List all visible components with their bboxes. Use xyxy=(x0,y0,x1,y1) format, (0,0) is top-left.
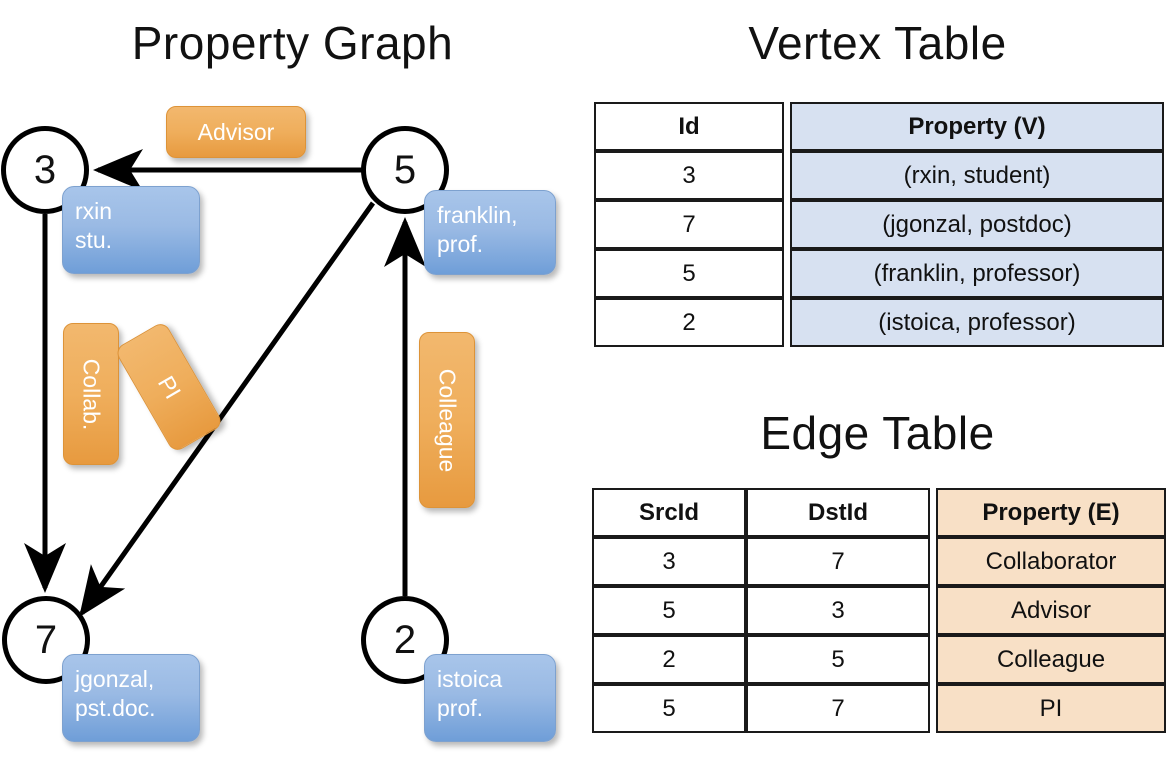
vertex-table-row[interactable]: 7 (jgonzal, postdoc) xyxy=(594,200,1164,249)
vertex-table-row[interactable]: 5 (franklin, professor) xyxy=(594,249,1164,298)
vertex-table-header-id: Id xyxy=(594,102,784,151)
property-graph-panel: Property Graph 3 5 7 2 rxin stu. frankli… xyxy=(1,17,556,742)
edge-row-3-dst: 7 xyxy=(746,684,930,733)
edge-table: SrcId DstId Property (E) 3 7 Collaborato… xyxy=(592,488,1166,733)
edge-table-row[interactable]: 5 7 PI xyxy=(592,684,1166,733)
edge-label-box-advisor[interactable]: Advisor xyxy=(166,106,306,158)
vertex-prop-box-3[interactable]: rxin stu. xyxy=(62,186,200,274)
edge-table-row[interactable]: 3 7 Collaborator xyxy=(592,537,1166,586)
edge-row-1-src: 5 xyxy=(592,586,746,635)
edge-label-collab-text: Collab. xyxy=(78,358,105,430)
graph-node-5-label: 5 xyxy=(393,148,417,192)
edge-table-panel: Edge Table SrcId DstId Property (E) 3 7 … xyxy=(585,390,1170,760)
vertex-prop-5-line2: prof. xyxy=(437,231,484,258)
vertex-row-2-id: 5 xyxy=(594,249,784,298)
graph-node-5[interactable]: 5 xyxy=(361,126,449,214)
edge-row-0-property: Collaborator xyxy=(936,537,1166,586)
vertex-row-2-property: (franklin, professor) xyxy=(790,249,1164,298)
vertex-prop-box-2[interactable]: istoica prof. xyxy=(424,654,556,742)
vertex-table-row[interactable]: 2 (istoica, professor) xyxy=(594,298,1164,347)
vertex-prop-5-line1: franklin, xyxy=(437,202,518,228)
vertex-row-0-property: (rxin, student) xyxy=(790,151,1164,200)
vertex-row-3-id: 2 xyxy=(594,298,784,347)
vertex-prop-7-line1: jgonzal, xyxy=(75,666,155,692)
graph-node-3-label: 3 xyxy=(33,148,57,192)
vertex-prop-2-line2: prof. xyxy=(437,695,484,722)
edge-row-2-property: Colleague xyxy=(936,635,1166,684)
edge-table-title: Edge Table xyxy=(760,407,995,459)
edge-row-2-src: 2 xyxy=(592,635,746,684)
vertex-row-0-id: 3 xyxy=(594,151,784,200)
vertex-prop-box-5[interactable]: franklin, prof. xyxy=(424,190,556,275)
edge-table-row[interactable]: 2 5 Colleague xyxy=(592,635,1166,684)
vertex-row-3-property: (istoica, professor) xyxy=(790,298,1164,347)
edge-table-header-property: Property (E) xyxy=(936,488,1166,537)
edge-row-3-src: 5 xyxy=(592,684,746,733)
edge-row-2-dst: 5 xyxy=(746,635,930,684)
vertex-row-1-id: 7 xyxy=(594,200,784,249)
graph-node-2[interactable]: 2 xyxy=(361,596,449,684)
edge-row-0-dst: 7 xyxy=(746,537,930,586)
vertex-row-1-property: (jgonzal, postdoc) xyxy=(790,200,1164,249)
edge-row-0-src: 3 xyxy=(592,537,746,586)
property-graph-title: Property Graph xyxy=(131,17,454,69)
vertex-table-panel: Vertex Table Id Property (V) 3 (rxin, st… xyxy=(585,0,1170,390)
graph-node-2-label: 2 xyxy=(393,618,417,662)
vertex-prop-3-line1: rxin xyxy=(75,198,113,224)
vertex-table-header-row: Id Property (V) xyxy=(594,102,1164,151)
vertex-table-title: Vertex Table xyxy=(748,17,1007,69)
edge-row-3-property: PI xyxy=(936,684,1166,733)
edge-label-advisor-text: Advisor xyxy=(197,118,275,145)
vertex-table-row[interactable]: 3 (rxin, student) xyxy=(594,151,1164,200)
vertex-prop-7-line2: pst.doc. xyxy=(75,695,156,722)
graph-node-7-label: 7 xyxy=(34,618,58,662)
graph-edges-svg xyxy=(23,148,427,618)
vertex-prop-2-line1: istoica xyxy=(437,666,503,692)
edge-row-1-property: Advisor xyxy=(936,586,1166,635)
edge-table-header-row: SrcId DstId Property (E) xyxy=(592,488,1166,537)
edge-table-row[interactable]: 5 3 Advisor xyxy=(592,586,1166,635)
edge-table-header-srcid: SrcId xyxy=(592,488,746,537)
edge-label-pi-text: PI xyxy=(152,370,187,403)
edge-5-to-7 xyxy=(79,201,376,618)
edge-label-box-colleague[interactable]: Colleague xyxy=(419,332,475,508)
edge-table-header-dstid: DstId xyxy=(746,488,930,537)
edge-label-colleague-text: Colleague xyxy=(434,368,461,472)
vertex-prop-3-line2: stu. xyxy=(75,227,113,254)
vertex-prop-box-7[interactable]: jgonzal, pst.doc. xyxy=(62,654,200,742)
vertex-table-header-property: Property (V) xyxy=(790,102,1164,151)
edge-row-1-dst: 3 xyxy=(746,586,930,635)
edge-label-box-collab[interactable]: Collab. xyxy=(63,323,119,465)
vertex-table: Id Property (V) 3 (rxin, student) 7 (jgo… xyxy=(594,102,1164,347)
